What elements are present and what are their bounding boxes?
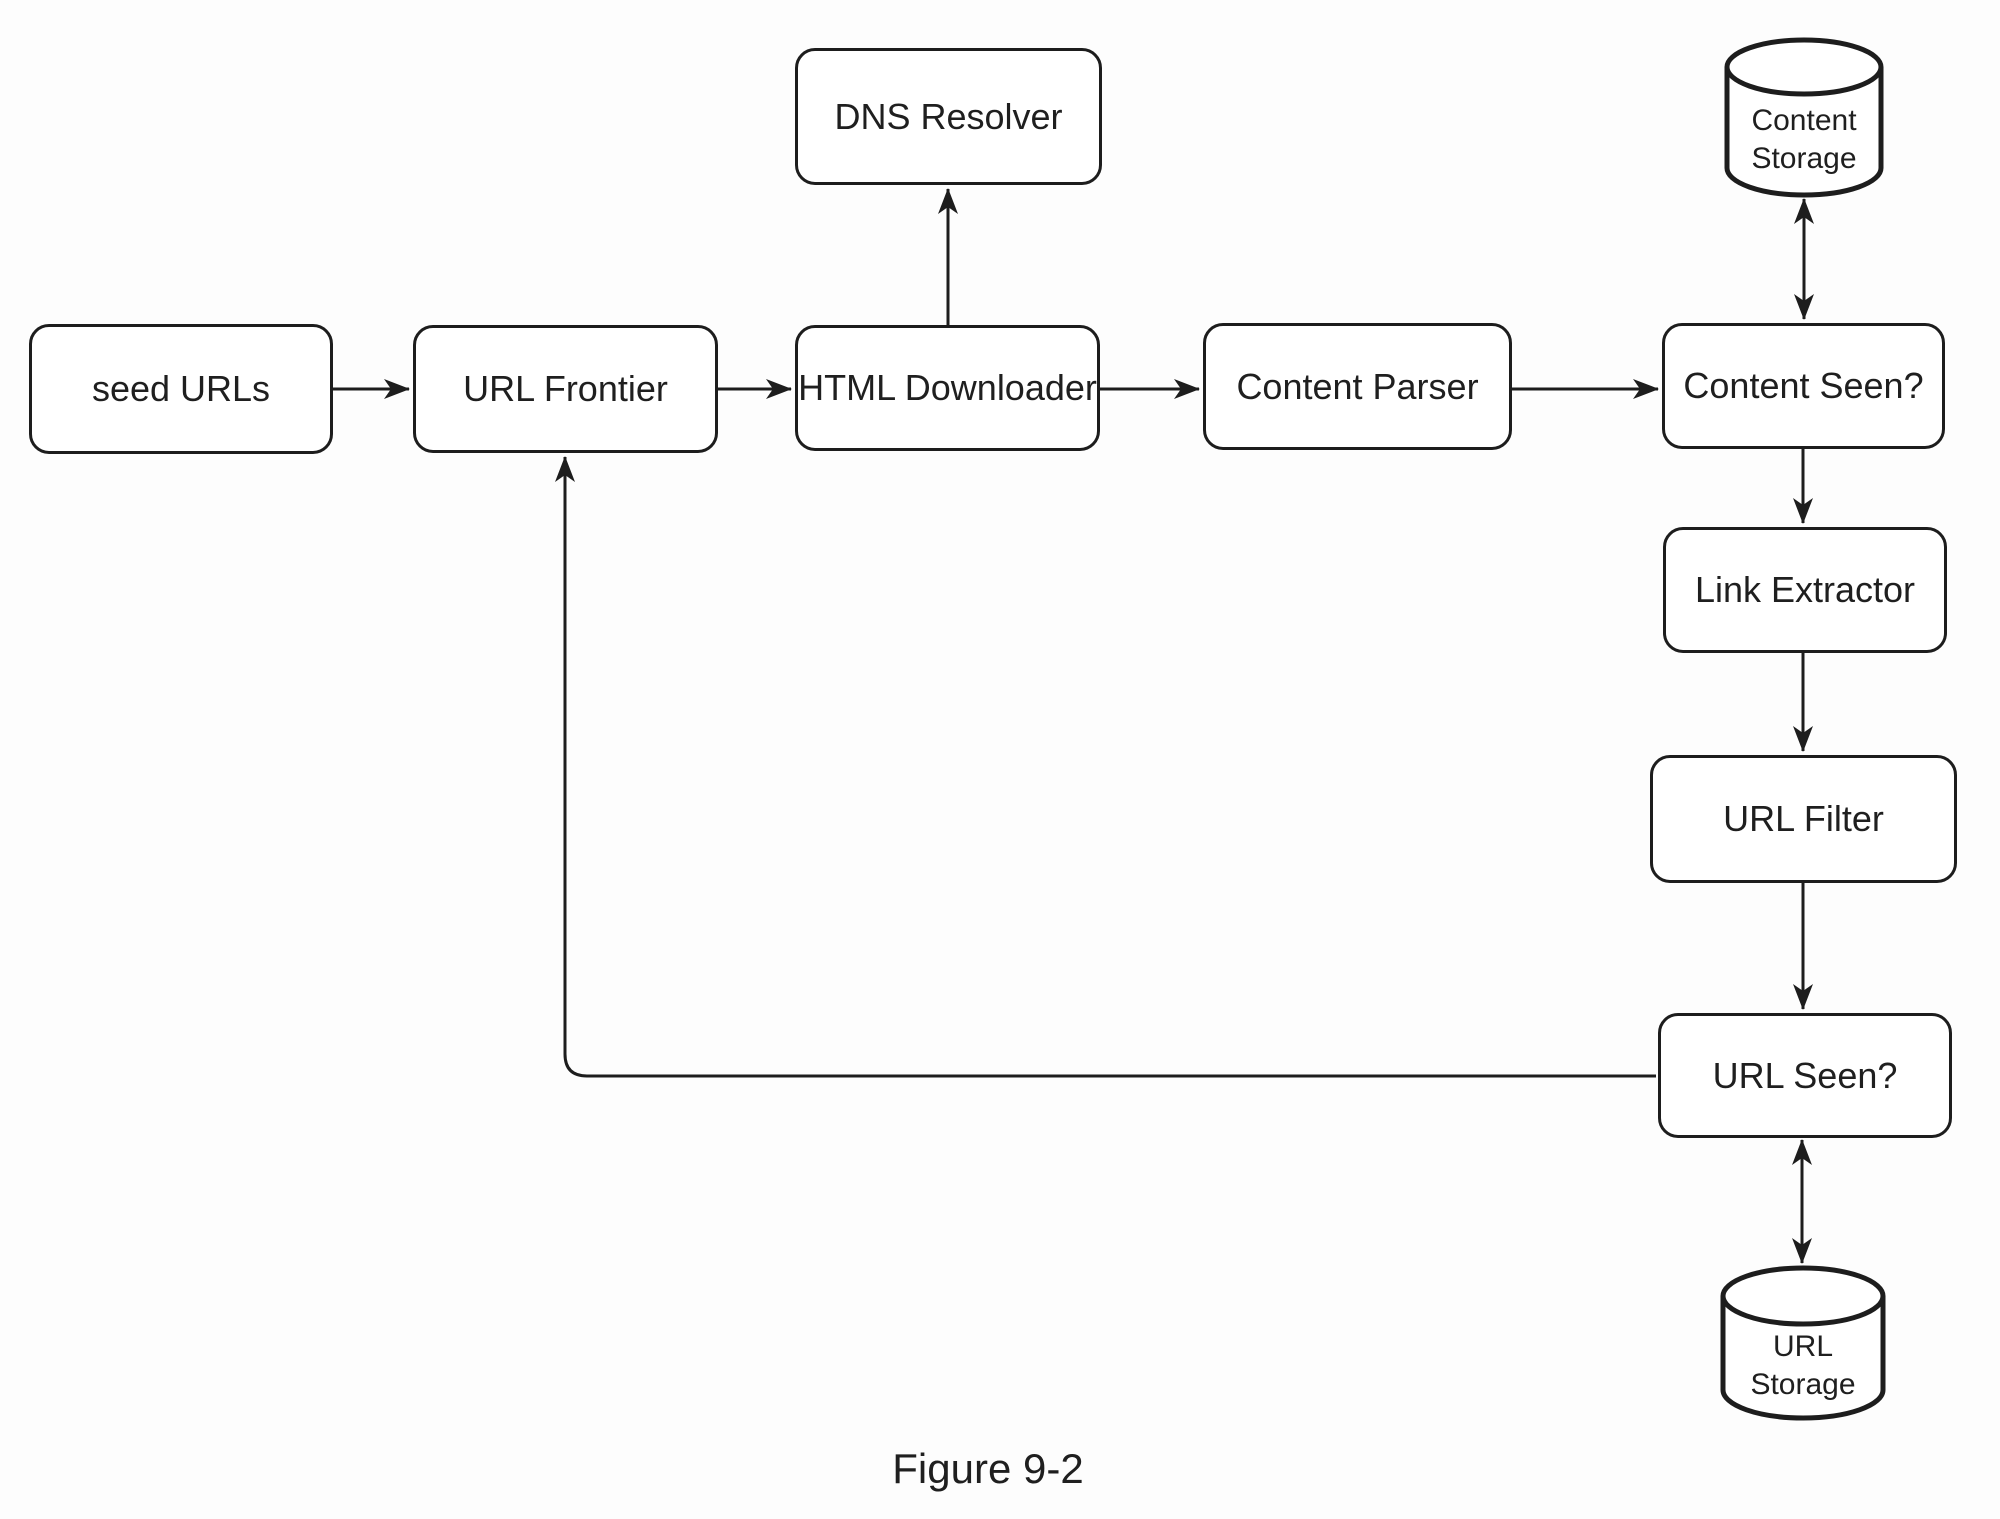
arrow-urlseen-to-frontier-feedback [555, 456, 1656, 1078]
node-html-downloader: HTML Downloader [795, 325, 1100, 451]
node-html-downloader-label: HTML Downloader [798, 367, 1097, 408]
node-url-storage-label-block: URL Storage [1723, 1328, 1883, 1404]
content-storage-cylinder [1724, 37, 1884, 198]
node-url-frontier: URL Frontier [413, 325, 718, 453]
node-content-storage-label-block: Content Storage [1727, 100, 1881, 180]
node-url-seen-label: URL Seen? [1712, 1054, 1898, 1096]
node-url-filter-label: URL Filter [1723, 798, 1884, 839]
node-seed-urls: seed URLs [29, 324, 333, 454]
node-url-storage-label: URL Storage [1750, 1330, 1856, 1401]
node-content-parser: Content Parser [1203, 323, 1512, 450]
node-content-seen-label: Content Seen? [1683, 365, 1924, 406]
node-content-storage-label: Content Storage [1751, 104, 1857, 175]
node-url-seen: URL Seen? [1658, 1013, 1952, 1138]
node-url-filter: URL Filter [1650, 755, 1957, 883]
node-content-parser-label: Content Parser [1236, 365, 1479, 407]
url-storage-cylinder [1720, 1265, 1886, 1421]
node-link-extractor: Link Extractor [1663, 527, 1947, 653]
node-dns-resolver-label: DNS Resolver [834, 95, 1063, 137]
node-link-extractor-label: Link Extractor [1694, 569, 1916, 610]
node-url-frontier-label: URL Frontier [463, 368, 668, 409]
node-content-seen: Content Seen? [1662, 323, 1945, 449]
node-dns-resolver: DNS Resolver [795, 48, 1102, 185]
figure-caption: Figure 9-2 [892, 1445, 1084, 1492]
node-seed-urls-label: seed URLs [91, 368, 271, 409]
